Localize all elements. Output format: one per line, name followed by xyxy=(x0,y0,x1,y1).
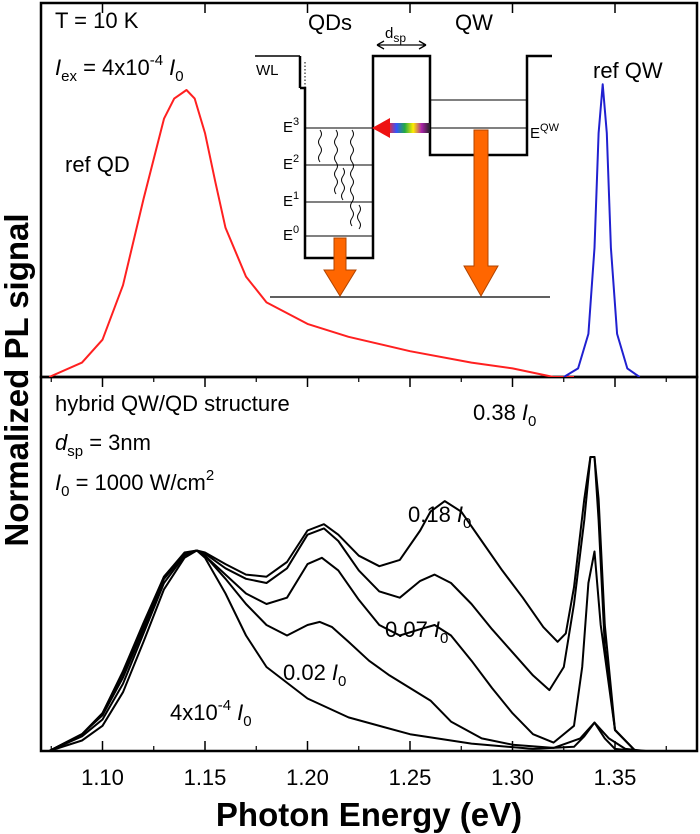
x-tick-label-5: 1.35 xyxy=(594,765,637,790)
temperature-label: T = 10 K xyxy=(55,8,139,33)
inset-e3-label: E3 xyxy=(283,116,299,136)
qw-emission-arrow xyxy=(463,129,499,298)
x-tick-label-1: 1.15 xyxy=(184,765,227,790)
inset-e0-label: E0 xyxy=(283,224,299,244)
ref-series-line-1 xyxy=(563,83,641,377)
dsp-value-label: dsp = 3nm xyxy=(55,430,151,460)
transfer-arrow-head xyxy=(372,118,390,138)
relaxation-wiggles xyxy=(318,129,361,230)
x-tick-label-2: 1.20 xyxy=(286,765,329,790)
inset-eqw-label: EQW xyxy=(530,122,560,142)
inset-dsp-label: dsp xyxy=(385,25,406,45)
x-tick-label-4: 1.30 xyxy=(491,765,534,790)
bottom-series-group xyxy=(48,456,691,751)
qd-potential-well xyxy=(298,54,552,260)
hybrid-series-line-1 xyxy=(48,549,691,751)
x-tick-label-3: 1.25 xyxy=(389,765,432,790)
inset-wl-label: WL xyxy=(256,62,279,79)
qd-emission-arrow xyxy=(323,237,357,297)
band-diagram-inset xyxy=(255,40,552,298)
inset-qds-label: QDs xyxy=(308,10,352,35)
ref-qd-label: ref QD xyxy=(65,152,130,177)
inset-e2-label: E2 xyxy=(283,153,299,173)
inset-e1-label: E1 xyxy=(283,190,299,210)
structure-label: hybrid QW/QD structure xyxy=(55,391,290,416)
top-series-group xyxy=(48,83,641,377)
ref-qw-label: ref QW xyxy=(593,58,663,83)
ref-series-line-0 xyxy=(48,89,574,377)
hybrid-series-line-4 xyxy=(48,456,691,751)
x-tick-label-0: 1.10 xyxy=(81,765,124,790)
x-axis-ticks: 1.10 1.15 1.20 1.25 1.30 1.35 xyxy=(50,3,667,790)
x-axis-title: Photon Energy (eV) xyxy=(216,796,522,833)
bottom-panel-frame xyxy=(39,375,699,753)
dsp-arrow xyxy=(376,40,427,50)
inset-qw-label: QW xyxy=(455,10,493,35)
y-axis-title: Normalized PL signal xyxy=(0,213,35,546)
hybrid-series-line-3 xyxy=(48,456,691,751)
transfer-arrow-tail xyxy=(388,123,430,133)
i0-value-label: I0 = 1000 W/cm2 xyxy=(55,467,214,500)
